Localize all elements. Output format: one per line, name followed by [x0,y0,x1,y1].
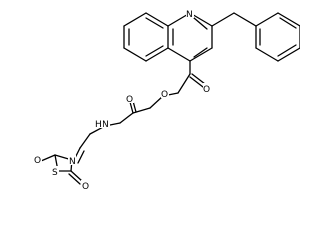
bond [233,12,257,27]
atom-label-h: H [95,120,102,130]
bond [193,47,208,58]
bond [129,101,134,114]
molecule-structure: O S N O N H O O O N [34,8,300,192]
bond [123,12,147,27]
bond [191,73,206,85]
bond [70,170,83,182]
bond [189,47,213,62]
bond [40,154,56,162]
bond [145,45,164,57]
thiazolidinedione-ring [40,147,85,185]
bond [167,47,191,62]
atom-label-s: S [52,168,58,178]
bond [211,12,235,27]
bond [77,150,85,164]
phenyl-ring [211,12,300,62]
atom-label-o: O [34,156,41,166]
bond [255,12,279,27]
ester-group [177,60,206,94]
bond [145,17,164,29]
bond [279,17,297,29]
bond [79,133,91,149]
atom-label-o: O [126,95,133,105]
bond [277,44,297,57]
linker-chain [79,92,179,149]
atom-label-o: O [161,90,168,100]
atom-label-n: N [69,157,76,167]
quinoline-ring [123,12,213,62]
atom-labels: O S N O N H O O O N [34,8,211,192]
atom-label-o: O [203,85,210,95]
bond [193,17,208,30]
bond [255,47,279,62]
bond [189,76,204,88]
bond [277,12,300,27]
bond [277,47,300,62]
bond [145,12,169,27]
bond [132,107,151,114]
atom-label-n: N [186,10,193,20]
bond [177,73,191,94]
bond [119,112,134,124]
bond [145,47,169,62]
bond [123,47,147,62]
atom-label-o: O [82,182,89,192]
atom-label-n: N [102,120,109,130]
bond [149,95,164,109]
bond [68,173,81,185]
